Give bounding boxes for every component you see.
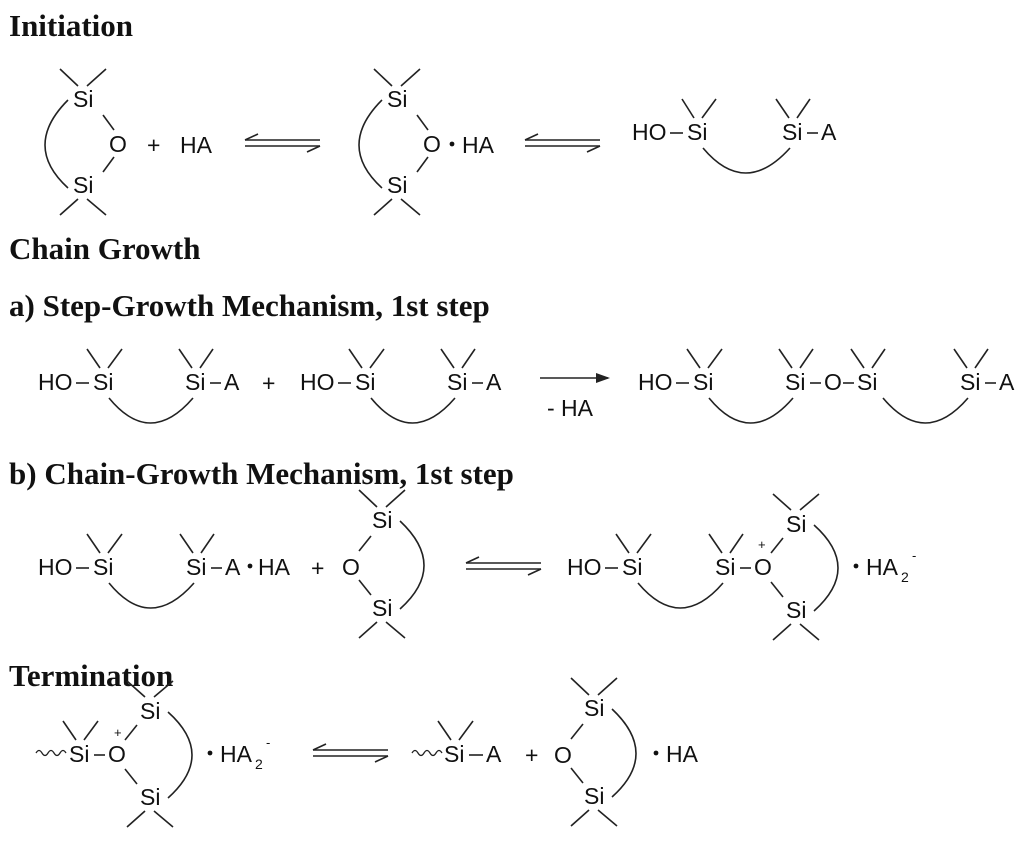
si-atom: Si (960, 369, 980, 395)
ha-label: HA (462, 132, 495, 158)
plus-sign: + (311, 555, 324, 581)
ho-label: HO (567, 554, 602, 580)
si-atom: Si (622, 554, 642, 580)
oxonium-ion-complex: HO Si Si O + Si Si HA 2 - (567, 493, 916, 641)
a-label: A (486, 741, 502, 767)
o-atom: O (554, 742, 572, 768)
si-atom: Si (372, 507, 392, 533)
cyclic-siloxane-monomer: Si O Si (342, 489, 425, 639)
ha2-label: HA (220, 741, 253, 767)
o-atom: O (423, 131, 441, 157)
si-atom: Si (584, 783, 604, 809)
dot-mark (247, 563, 253, 569)
si-atom: Si (140, 698, 160, 724)
si-atom: Si (857, 369, 877, 395)
si-atom: Si (782, 119, 802, 145)
ho-label: HO (38, 369, 73, 395)
plus-sign: + (525, 742, 538, 768)
plus-charge: + (758, 537, 766, 552)
heading-step-growth: a) Step-Growth Mechanism, 1st step (9, 288, 490, 323)
ho-label: HO (632, 119, 667, 145)
si-atom: Si (786, 511, 806, 537)
ho-label: HO (300, 369, 335, 395)
regenerated-cyclic-siloxane: Si O Si HA (554, 677, 699, 827)
subscript-2: 2 (901, 569, 909, 585)
si-atom: Si (786, 597, 806, 623)
heading-chain-growth: Chain Growth (9, 231, 201, 266)
a-label: A (821, 119, 837, 145)
si-atom: Si (687, 119, 707, 145)
si-atom: Si (715, 554, 735, 580)
oxonium-chain-end: Si O + Si Si HA 2 - (35, 680, 270, 828)
si-atom: Si (372, 595, 392, 621)
si-atom: Si (93, 554, 113, 580)
disiloxane-product: HO Si Si O Si Si A (638, 348, 1015, 424)
minus-charge: - (912, 548, 916, 563)
ha-label: HA (180, 132, 213, 158)
a-label: A (999, 369, 1015, 395)
ha2-label: HA (866, 554, 899, 580)
plus-sign: + (262, 370, 275, 396)
silanol-ha-complex: HO Si Si A HA (38, 533, 291, 609)
si-atom: Si (387, 86, 407, 112)
siloxane-ha-complex: Si O Si HA (358, 68, 495, 216)
si-atom: Si (140, 784, 160, 810)
si-atom: Si (387, 172, 407, 198)
si-atom: Si (693, 369, 713, 395)
equilibrium-arrow (465, 556, 542, 576)
ho-label: HO (638, 369, 673, 395)
minus-charge: - (266, 735, 270, 750)
dot-mark (853, 563, 859, 569)
a-label: A (224, 369, 240, 395)
o-atom: O (109, 131, 127, 157)
si-atom: Si (186, 554, 206, 580)
terminated-chain: Si A (411, 720, 502, 767)
subscript-2: 2 (255, 756, 263, 772)
o-atom: O (342, 554, 360, 580)
a-label: A (225, 554, 241, 580)
ho-label: HO (38, 554, 73, 580)
equilibrium-arrow (524, 133, 601, 153)
o-atom: O (754, 554, 772, 580)
silanol-reactant-1: HO Si Si A (38, 348, 240, 424)
si-atom: Si (69, 741, 89, 767)
dot-mark (653, 750, 659, 756)
si-atom: Si (584, 695, 604, 721)
si-atom: Si (447, 369, 467, 395)
equilibrium-arrow (244, 133, 321, 153)
heading-initiation: Initiation (9, 8, 134, 43)
silanol-reactant-2: HO Si Si A (300, 348, 502, 424)
si-atom: Si (93, 369, 113, 395)
ring-opened-silanol: HO Si Si A (632, 98, 837, 174)
plus-sign: + (147, 132, 160, 158)
dot-mark (449, 141, 455, 147)
equilibrium-arrow (312, 743, 389, 763)
si-atom: Si (444, 741, 464, 767)
si-atom: Si (73, 86, 93, 112)
plus-charge: + (114, 725, 122, 740)
si-atom: Si (785, 369, 805, 395)
si-atom: Si (73, 172, 93, 198)
minus-ha-label: - HA (547, 395, 594, 421)
heading-termination: Termination (9, 658, 174, 693)
o-atom: O (108, 741, 126, 767)
ha-label: HA (258, 554, 291, 580)
dot-mark (207, 750, 213, 756)
si-atom: Si (185, 369, 205, 395)
ha-label: HA (666, 741, 699, 767)
heading-chain-growth-mechanism: b) Chain-Growth Mechanism, 1st step (9, 456, 514, 491)
a-label: A (486, 369, 502, 395)
si-atom: Si (355, 369, 375, 395)
forward-arrow (540, 373, 610, 383)
cyclic-siloxane-reactant: Si O Si (44, 68, 127, 216)
o-atom: O (824, 369, 842, 395)
